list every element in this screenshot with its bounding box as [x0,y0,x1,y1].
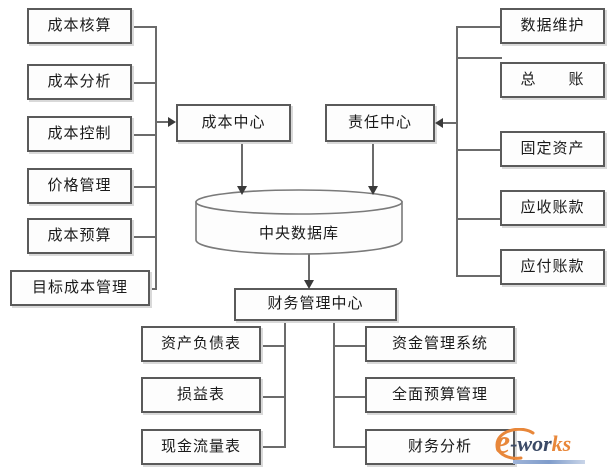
arrow-into-cost-center [168,117,176,127]
eworks-wordmark: e - wor ks [495,424,572,461]
node-label: 成本控制 [47,125,112,142]
bottom-left-bus-vertical [284,319,286,447]
node-responsibility-center[interactable]: 责任中心 [325,104,435,142]
node-cost-accounting[interactable]: 成本核算 [27,8,132,44]
node-label: 损益表 [176,386,225,403]
node-label: 固定资产 [520,140,585,157]
node-cost-center[interactable]: 成本中心 [176,104,291,142]
node-label: 目标成本管理 [31,279,128,296]
node-accounts-receivable[interactable]: 应收账款 [500,190,605,226]
left-stub-6 [150,288,157,290]
node-cost-budget[interactable]: 成本预算 [27,218,132,254]
node-comprehensive-budget-management[interactable]: 全面预算管理 [365,377,515,413]
db-to-finance-center-line [308,254,310,282]
node-financial-analysis[interactable]: 财务分析 [365,429,515,465]
bottom-right-bus-vertical [333,319,335,447]
central-database-cylinder[interactable] [194,188,404,258]
node-label: 全面预算管理 [391,386,488,403]
left-stub-4 [132,186,157,188]
node-label: 应收账款 [520,199,585,216]
node-label: 成本核算 [47,17,112,34]
arrow-into-database-left [237,186,247,195]
node-label: 总 账 [520,71,585,88]
node-target-cost-management[interactable]: 目标成本管理 [10,270,150,306]
node-cost-analysis[interactable]: 成本分析 [27,64,132,100]
bottom-right-stub-1 [333,345,367,347]
node-fund-management-system[interactable]: 资金管理系统 [365,326,515,362]
eworks-ks: ks [551,431,572,456]
eworks-dash: - [510,431,518,456]
node-label: 财务管理中心 [267,296,364,312]
left-stub-2 [132,82,157,84]
right-bus-vertical [456,26,458,276]
left-stub-5 [132,236,157,238]
node-label: 责任中心 [347,114,412,131]
node-balance-sheet[interactable]: 资产负债表 [141,326,261,362]
eworks-letter-e: e [495,424,511,461]
node-label: 成本预算 [47,227,112,244]
bottom-left-stub-1 [261,345,286,347]
arrow-into-finance-center [304,280,314,289]
node-fixed-assets[interactable]: 固定资产 [500,131,605,167]
node-label: 资产负债表 [160,335,241,352]
node-price-management[interactable]: 价格管理 [27,168,132,204]
arrow-into-database-right [368,186,378,195]
right-bus-to-responsibility-center [443,122,457,124]
node-label: 数据维护 [520,17,585,34]
node-finance-management-center[interactable]: 财务管理中心 [234,288,397,321]
left-bus-vertical [155,26,157,288]
bottom-right-stub-2 [333,396,367,398]
node-label: 成本分析 [47,73,112,90]
node-label: 资金管理系统 [391,335,488,352]
left-bus-to-cost-center [155,121,169,123]
node-label: 现金流量表 [160,438,241,455]
node-data-maintenance[interactable]: 数据维护 [500,8,605,44]
central-database-label: 中央数据库 [258,226,339,242]
cylinder-shape [195,189,403,255]
cost-center-to-db-line [241,142,243,187]
responsibility-center-to-db-line [372,142,374,187]
left-stub-1 [132,26,157,28]
node-accounts-payable[interactable]: 应付账款 [500,249,605,285]
node-cash-flow-statement[interactable]: 现金流量表 [141,429,261,465]
node-general-ledger[interactable]: 总 账 [500,62,605,98]
bottom-left-stub-3 [261,446,286,448]
eworks-wor: wor [517,431,552,456]
eworks-watermark-logo: e - wor ks [495,424,585,464]
right-stub-3 [456,149,502,151]
node-label: 应付账款 [520,258,585,275]
right-stub-2 [456,57,502,59]
left-stub-3 [132,134,157,136]
bottom-left-stub-2 [261,396,286,398]
eworks-underline-bar [513,460,585,464]
arrow-into-responsibility-center [435,118,443,128]
node-label: 成本中心 [201,114,266,131]
right-stub-1 [456,26,502,28]
node-cost-control[interactable]: 成本控制 [27,116,132,152]
right-stub-4 [456,218,502,220]
node-income-statement[interactable]: 损益表 [141,377,261,413]
node-label: 财务分析 [407,438,472,455]
right-stub-5 [456,275,502,277]
bottom-right-stub-3 [333,446,367,448]
node-label: 价格管理 [47,177,112,194]
